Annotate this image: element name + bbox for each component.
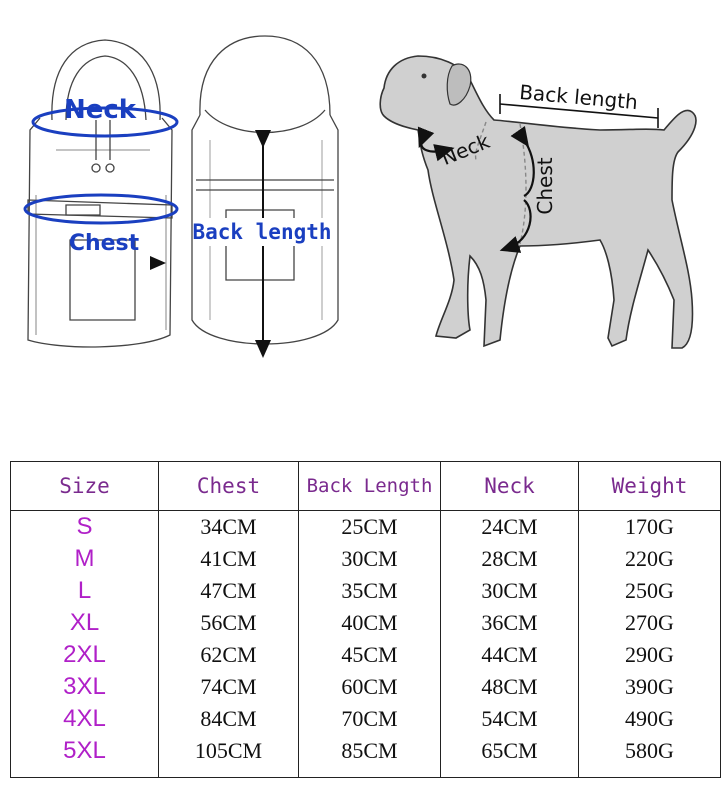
weight-cell: 580G xyxy=(578,735,721,767)
size-cell: 3XL xyxy=(10,671,159,703)
neck-cell: 44CM xyxy=(440,639,579,671)
chest-cell: 47CM xyxy=(158,575,299,607)
chest-cell: 34CM xyxy=(158,510,299,543)
neck-cell: 28CM xyxy=(440,543,579,575)
header-weight: Weight xyxy=(578,461,721,511)
neck-cell: 48CM xyxy=(440,671,579,703)
size-chart-table: Size Chest Back Length Neck Weight S 34C… xyxy=(10,461,721,778)
back-length-cell: 70CM xyxy=(298,703,441,735)
dog-ear xyxy=(446,63,472,106)
header-neck: Neck xyxy=(440,461,579,511)
front-neck-label: Neck xyxy=(64,95,137,125)
size-cell: 4XL xyxy=(10,703,159,735)
back-length-cell: 40CM xyxy=(298,607,441,639)
chest-cell: 105CM xyxy=(158,735,299,767)
weight-cell: 390G xyxy=(578,671,721,703)
chest-measure-ring xyxy=(23,193,179,225)
size-cell: S xyxy=(10,510,159,543)
weight-cell: 220G xyxy=(578,543,721,575)
back-length-cell: 60CM xyxy=(298,671,441,703)
dog-neck-arrow xyxy=(417,126,455,162)
back-length-label: Back length xyxy=(192,220,331,244)
weight-cell: 170G xyxy=(578,510,721,543)
header-back-length: Back Length xyxy=(298,461,441,511)
size-cell: 2XL xyxy=(10,639,159,671)
table-row: M 41CM 30CM 28CM 220G xyxy=(10,543,721,575)
table-row: S 34CM 25CM 24CM 170G xyxy=(10,510,721,543)
weight-cell: 270G xyxy=(578,607,721,639)
dog-back-length-line xyxy=(499,103,659,119)
weight-cell: 490G xyxy=(578,703,721,735)
neck-cell: 24CM xyxy=(440,510,579,543)
header-size: Size xyxy=(10,461,159,511)
weight-cell: 290G xyxy=(578,639,721,671)
neck-cell: 54CM xyxy=(440,703,579,735)
back-length-cell: 85CM xyxy=(298,735,441,767)
back-length-cell: 35CM xyxy=(298,575,441,607)
neck-cell: 36CM xyxy=(440,607,579,639)
chest-cell: 62CM xyxy=(158,639,299,671)
back-length-cell: 25CM xyxy=(298,510,441,543)
table-row: 3XL 74CM 60CM 48CM 390G xyxy=(10,671,721,703)
dog-chest-arrow xyxy=(508,140,534,248)
neck-measure-ring xyxy=(31,106,179,138)
table-row: L 47CM 35CM 30CM 250G xyxy=(10,575,721,607)
chest-cell: 41CM xyxy=(158,543,299,575)
table-tail-row xyxy=(10,767,721,778)
coat-front-sketch xyxy=(27,39,173,348)
dog-back-length-label: Back length xyxy=(518,80,638,114)
size-cell: M xyxy=(10,543,159,575)
neck-cell: 65CM xyxy=(440,735,579,767)
table-row: 5XL 105CM 85CM 65CM 580G xyxy=(10,735,721,767)
back-length-cell: 45CM xyxy=(298,639,441,671)
coat-back-sketch xyxy=(191,35,339,345)
weight-cell: 250G xyxy=(578,575,721,607)
table-header-row: Size Chest Back Length Neck Weight xyxy=(10,461,721,511)
chest-cell: 74CM xyxy=(158,671,299,703)
table-row: 2XL 62CM 45CM 44CM 290G xyxy=(10,639,721,671)
arrow-head-icon xyxy=(150,256,166,270)
table-row: XL 56CM 40CM 36CM 270G xyxy=(10,607,721,639)
back-length-cell: 30CM xyxy=(298,543,441,575)
header-chest: Chest xyxy=(158,461,299,511)
size-diagram: Neck Chest Back length Back length Neck … xyxy=(23,35,697,358)
front-chest-label: Chest xyxy=(69,231,140,256)
size-cell: 5XL xyxy=(10,735,159,767)
chest-cell: 84CM xyxy=(158,703,299,735)
table-row: 4XL 84CM 70CM 54CM 490G xyxy=(10,703,721,735)
dog-chest-label: Chest xyxy=(533,157,557,214)
dog-eye xyxy=(421,73,427,79)
size-cell: XL xyxy=(10,607,159,639)
chest-cell: 56CM xyxy=(158,607,299,639)
neck-cell: 30CM xyxy=(440,575,579,607)
size-cell: L xyxy=(10,575,159,607)
